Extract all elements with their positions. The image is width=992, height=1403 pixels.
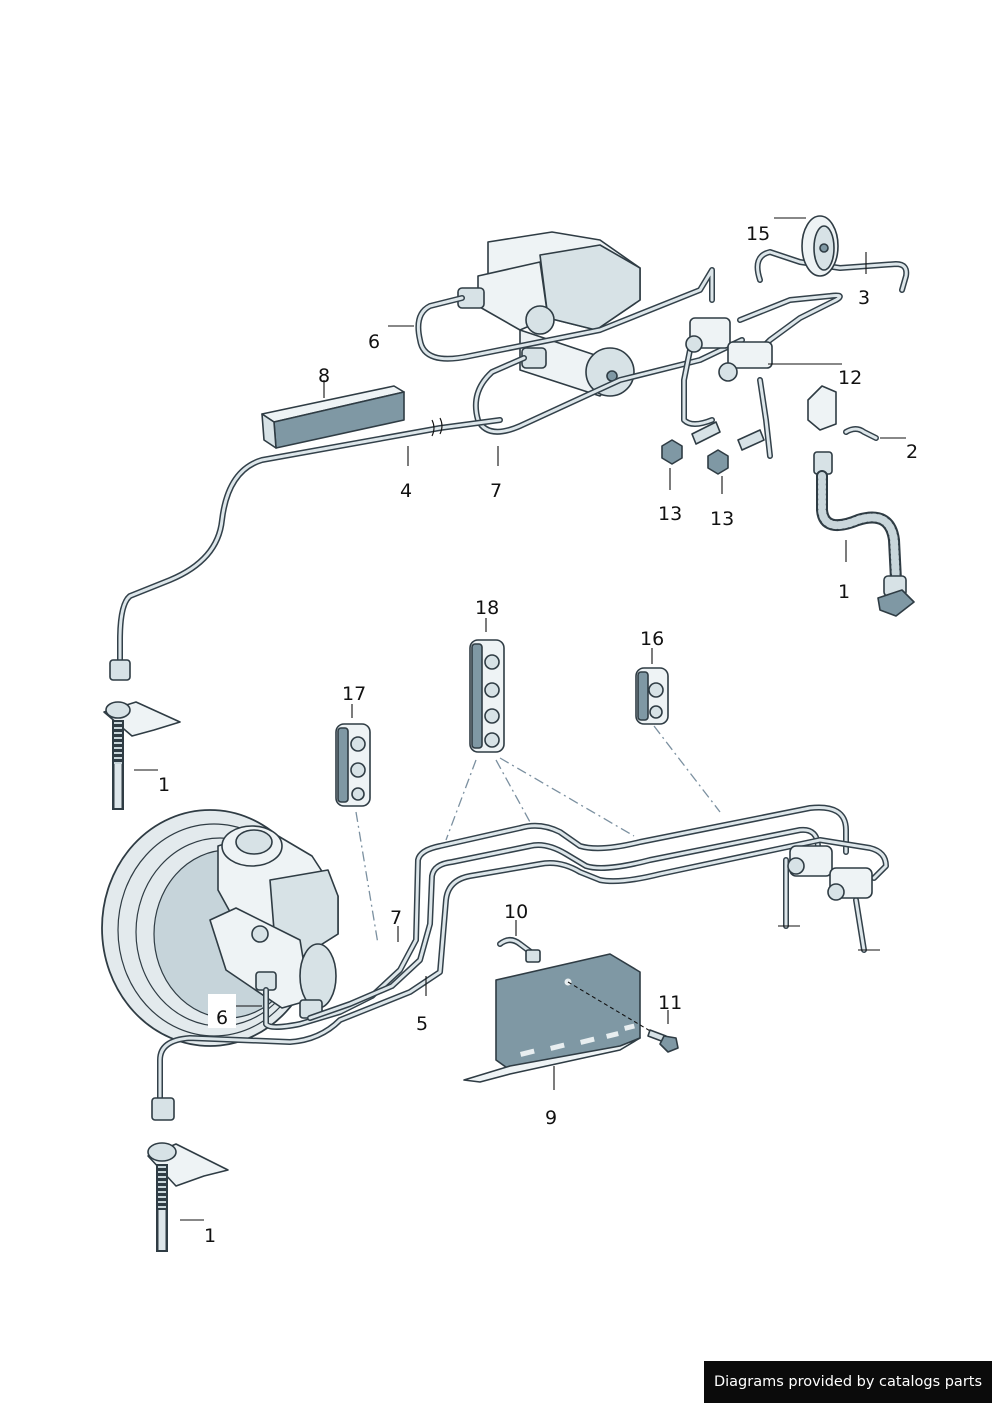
callout-2: 2	[906, 441, 918, 463]
footer-credit-text: Diagrams provided by catalogs parts	[713, 1374, 983, 1390]
callout-6-lower: 6	[216, 1007, 228, 1029]
callout-13-left: 13	[658, 503, 682, 525]
part-2-clip	[807, 385, 879, 441]
part-10-clip	[497, 937, 541, 963]
part-17-pipe-clip	[335, 723, 371, 807]
label-box	[208, 994, 236, 1028]
part-16-pipe-clip	[635, 667, 669, 725]
part-15-grommet	[801, 215, 839, 277]
part-13-nuts	[661, 421, 765, 475]
clip-reference-lines	[355, 725, 721, 945]
lower-right-distributors	[787, 845, 873, 901]
callout-numbers: 15 3 6 12 8 2 4 7 13 13 1 18 16 17 1 10 …	[158, 223, 918, 1247]
callout-1-lower: 1	[204, 1225, 216, 1247]
callout-13-right: 13	[710, 508, 734, 530]
callout-15: 15	[746, 223, 770, 245]
part-18-pipe-clip	[469, 639, 505, 753]
part-11-screw	[647, 1029, 679, 1053]
footer-credit-badge: Diagrams provided by catalogs parts	[704, 1361, 992, 1403]
callout-8: 8	[318, 365, 330, 387]
part-8-shield	[261, 385, 405, 449]
callout-4: 4	[400, 480, 412, 502]
lower-brake-pipes	[157, 804, 889, 1103]
callout-5: 5	[416, 1013, 428, 1035]
callout-1-upper-left: 1	[158, 774, 170, 796]
callout-7-lower: 7	[390, 907, 402, 929]
callout-11: 11	[658, 992, 682, 1014]
callout-16: 16	[640, 628, 664, 650]
upper-master-cylinder-assembly	[457, 231, 641, 397]
brake-distributor-12	[685, 317, 773, 382]
lower-left-brake-hose	[147, 1097, 229, 1252]
lower-master-cylinder	[209, 825, 339, 1019]
callout-6-upper: 6	[368, 331, 380, 353]
callout-10: 10	[504, 901, 528, 923]
callout-18: 18	[475, 597, 499, 619]
callout-9: 9	[545, 1107, 557, 1129]
callout-1-upper-right: 1	[838, 581, 850, 603]
part-9-heat-shield	[463, 953, 663, 1083]
upper-brake-pipes	[117, 249, 910, 667]
callout-12: 12	[838, 367, 862, 389]
callout-3: 3	[858, 287, 870, 309]
upper-right-brake-hose	[813, 451, 915, 617]
upper-left-brake-hose	[103, 659, 181, 810]
callout-17: 17	[342, 683, 366, 705]
leader-lines	[134, 217, 906, 1221]
callout-7-upper: 7	[490, 480, 502, 502]
